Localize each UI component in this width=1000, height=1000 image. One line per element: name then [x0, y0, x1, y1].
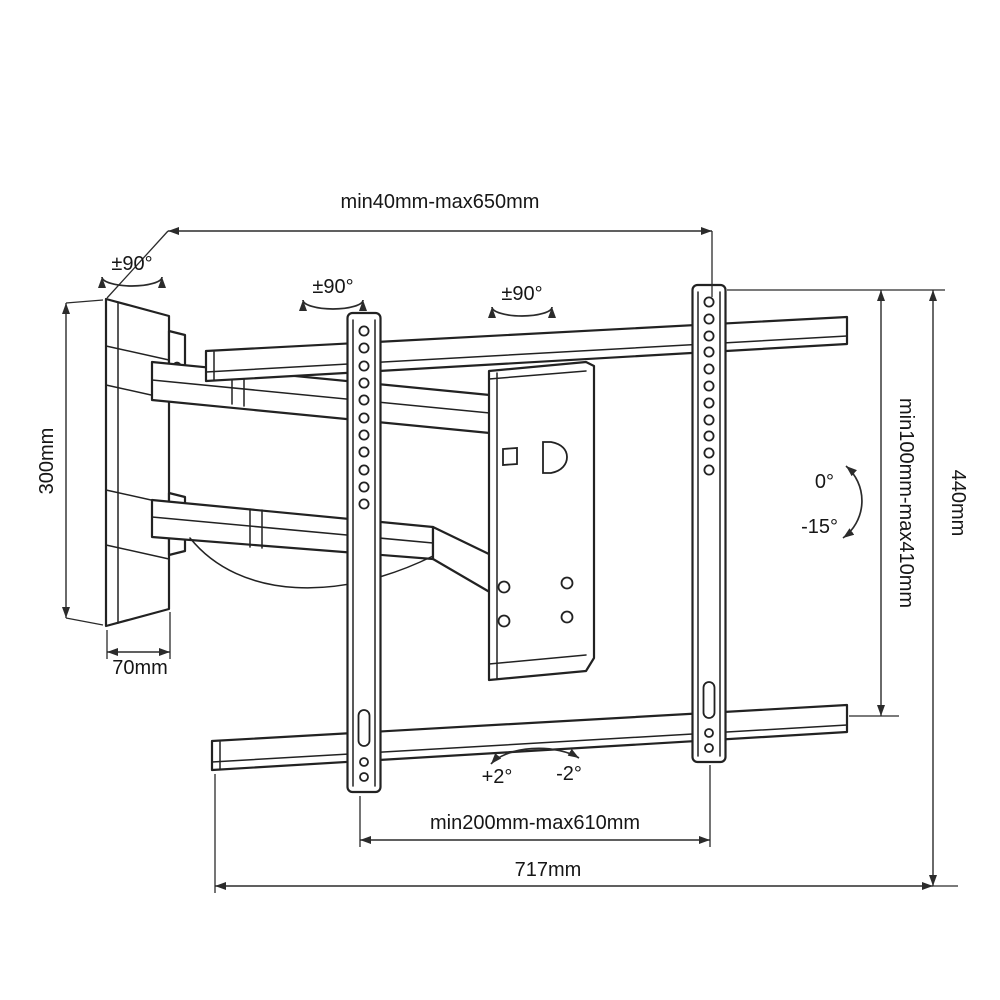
dimension-wall-plate-height: 300mm [36, 299, 104, 626]
label-vesa-height-range: min100mm-max410mm [895, 398, 917, 608]
plate-hole [497, 580, 511, 594]
plate-hole [560, 576, 574, 590]
wall-plate [104, 297, 187, 628]
label-swivel-arm: ±90° [312, 276, 353, 298]
dimension-bracket-height: 440mm [929, 290, 969, 886]
dimension-bracket-width: 717mm [214, 774, 958, 893]
label-level-plus: +2° [482, 766, 513, 788]
label-wall-plate-depth: 70mm [112, 657, 168, 679]
vesa-rail-right [691, 283, 727, 764]
label-bracket-width: 717mm [515, 859, 582, 881]
dimension-extension-range: min40mm-max650mm [106, 191, 713, 299]
label-extension-range: min40mm-max650mm [341, 191, 540, 213]
d-shaped-cutout [542, 441, 568, 474]
swivel-arc [98, 276, 166, 289]
dimension-wall-plate-depth: 70mm [106, 612, 171, 679]
label-vesa-width-range: min200mm-max610mm [430, 812, 640, 834]
tilt-indicator: 0° -15° [801, 465, 863, 539]
plate-hole [560, 610, 574, 624]
lower-arm-curve [189, 537, 434, 589]
label-level-minus: -2° [556, 763, 582, 785]
label-tilt-down: -15° [801, 516, 838, 538]
square-cutout [502, 447, 518, 466]
swivel-indicator-wall: ±90° [98, 253, 166, 289]
rail-slot [702, 681, 716, 719]
lower-arm [150, 498, 495, 596]
tilt-arc [842, 465, 863, 539]
label-wall-plate-height: 300mm [36, 428, 58, 495]
label-tilt-up: 0° [815, 471, 834, 493]
leveling-indicator: +2° -2° [482, 747, 582, 788]
rail-slot [357, 709, 371, 747]
swivel-indicator-arm: ±90° [299, 276, 367, 312]
label-swivel-wall: ±90° [111, 253, 152, 275]
arm-to-plate-link [431, 525, 495, 596]
level-arc [490, 747, 580, 765]
swivel-arc [488, 306, 556, 319]
label-swivel-plate: ±90° [501, 283, 542, 305]
plate-hole [497, 614, 511, 628]
bottom-rail-bar [210, 703, 849, 772]
dimension-vesa-height-range: min100mm-max410mm [727, 289, 945, 717]
swivel-arc [299, 299, 367, 312]
label-bracket-height: 440mm [947, 470, 969, 537]
adapter-plate [487, 360, 596, 682]
dimension-vesa-width-range: min200mm-max610mm [359, 765, 711, 847]
vesa-rail-left [346, 311, 382, 794]
swivel-indicator-plate: ±90° [488, 283, 556, 319]
